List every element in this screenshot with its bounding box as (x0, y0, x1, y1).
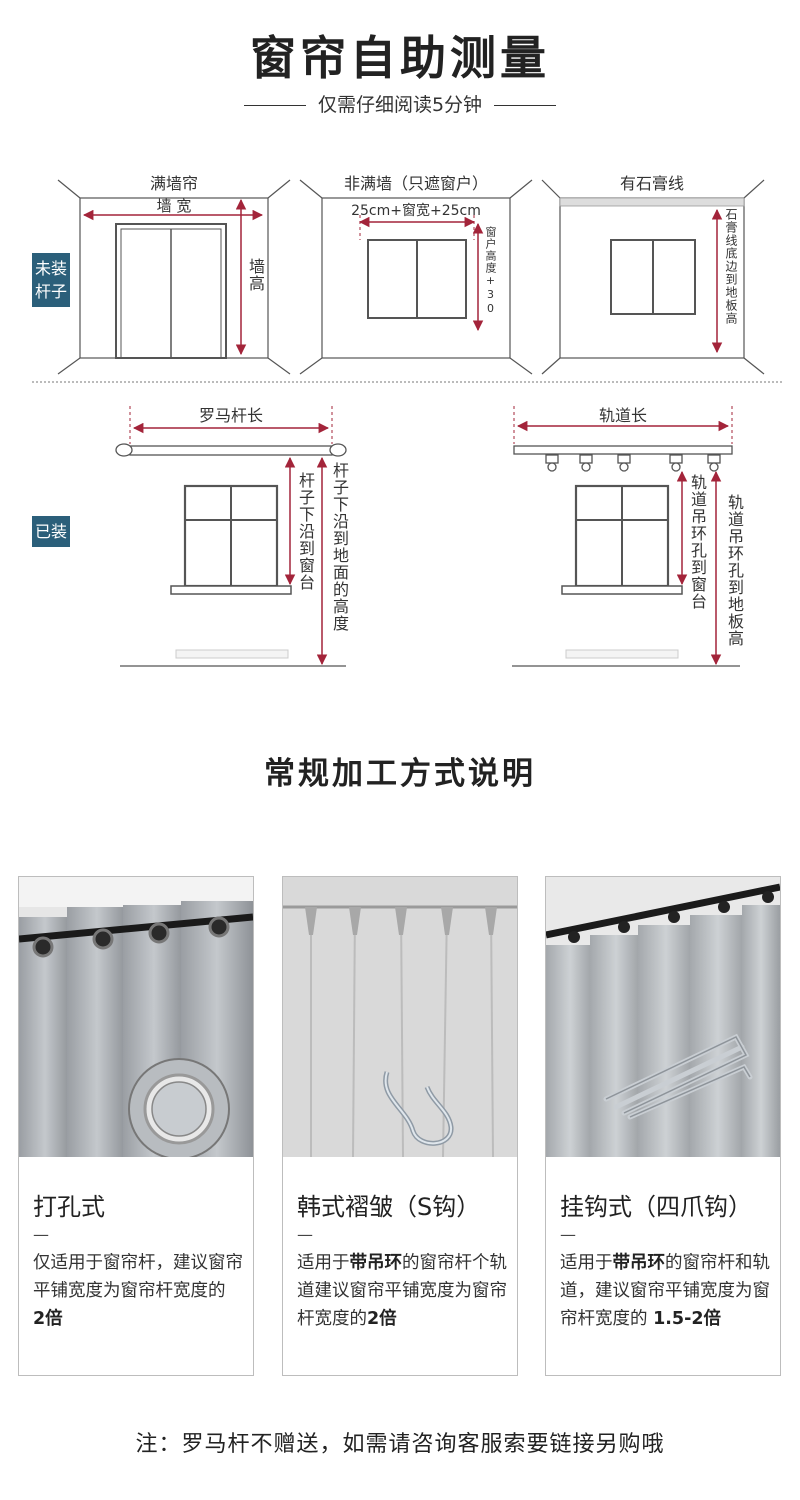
track-length-label: 轨道长 (598, 406, 647, 425)
diagram-2-title: 非满墙（只遮窗户） (343, 174, 488, 193)
card-four-prong-dash: — (560, 1225, 576, 1244)
card-grommet-desc-bold: 2倍 (33, 1309, 63, 1329)
card-s-hook-desc-mid: 的窗帘杆个轨道建议窗帘平铺宽度为窗帘杆宽度的 (297, 1253, 507, 1329)
track-outer-label: 轨道吊环孔到地板高 (725, 494, 744, 647)
card-s-hook-desc-pre: 适用于 (297, 1253, 350, 1273)
diagram-track (512, 406, 740, 667)
tag-installed: 已装 (32, 516, 70, 547)
diagram-3-title: 有石膏线 (619, 174, 684, 193)
card-grommet-title: 打孔式 (33, 1193, 105, 1221)
card-grommet-desc-text: 仅适用于窗帘杆，建议窗帘平铺宽度为窗帘杆宽度的 (33, 1253, 243, 1301)
s-hook-curtain-photo (283, 877, 517, 1157)
card-s-hook-desc-bold: 带吊环 (349, 1253, 403, 1273)
card-grommet-desc: 仅适用于窗帘杆，建议窗帘平铺宽度为窗帘杆宽度的 2倍 (33, 1249, 243, 1333)
roman-rod-inner-label: 杆子下沿到窗台 (296, 472, 315, 591)
four-prong-curtain-photo (546, 877, 780, 1157)
diagram-2-height-label: 窗户高度+30 (484, 226, 497, 316)
diagram-3-height-label: 石膏线底边到地板高 (724, 208, 738, 325)
diagram-1-width-label: 墙 宽 (156, 197, 192, 215)
roman-rod-outer-label: 杆子下沿到地面的高度 (330, 462, 349, 632)
track-inner-label: 轨道吊环孔到窗台 (688, 474, 707, 610)
tag-line-2: 杆子 (34, 282, 67, 301)
page-title: 窗帘自助测量 (250, 31, 550, 85)
card-grommet: 打孔式 — 仅适用于窗帘杆，建议窗帘平铺宽度为窗帘杆宽度的 2倍 (18, 876, 254, 1376)
diagram-1-height-label: 墙高 (246, 258, 265, 292)
top-diagrams (57, 179, 765, 375)
grommet-curtain-photo (19, 877, 253, 1157)
card-four-prong-desc-pre: 适用于 (560, 1253, 613, 1273)
card-four-prong-desc: 适用于带吊环的窗帘杆和轨道，建议窗帘平铺宽度为窗帘杆宽度的 1.5-2倍 (560, 1249, 770, 1333)
card-grommet-dash: — (33, 1225, 49, 1244)
card-s-hook-title: 韩式褶皱（S钩） (297, 1193, 481, 1221)
card-four-prong-desc-mid: 的窗帘杆和轨道，建议窗帘平铺宽度为窗帘杆宽度的 (560, 1253, 770, 1329)
subtitle-text: 仅需仔细阅读5分钟 (317, 94, 483, 116)
diagram-partial-wall (299, 179, 533, 375)
section-processing-title: 常规加工方式说明 (264, 756, 536, 792)
page-subtitle: 仅需仔细阅读5分钟 (0, 90, 800, 117)
card-s-hook-dash: — (297, 1225, 313, 1244)
bottom-diagrams (115, 406, 740, 667)
card-four-prong-title: 挂钩式（四爪钩） (560, 1193, 752, 1221)
section-divider (32, 381, 782, 383)
diagram-1-title: 满墙帘 (149, 174, 198, 193)
diagram-plaster-line (541, 179, 765, 375)
roman-rod-length-label: 罗马杆长 (198, 406, 263, 425)
card-s-hook-desc: 适用于带吊环的窗帘杆个轨道建议窗帘平铺宽度为窗帘杆宽度的2倍 (297, 1249, 507, 1333)
card-s-hook: 韩式褶皱（S钩） — 适用于带吊环的窗帘杆个轨道建议窗帘平铺宽度为窗帘杆宽度的2… (282, 876, 518, 1376)
footer-note: 注：罗马杆不赠送，如需请咨询客服索要链接另购哦 (135, 1432, 665, 1457)
card-four-prong-hook: 挂钩式（四爪钩） — 适用于带吊环的窗帘杆和轨道，建议窗帘平铺宽度为窗帘杆宽度的… (545, 876, 781, 1376)
diagram-2-width-label: 25cm+窗宽+25cm (351, 203, 481, 219)
diagram-full-wall (57, 179, 291, 375)
subtitle-rule-left (243, 105, 306, 106)
tag-line-1: 未装 (34, 259, 67, 278)
diagram-roman-rod (115, 406, 347, 667)
card-s-hook-desc-bold2: 2倍 (367, 1309, 397, 1329)
card-four-prong-desc-bold: 带吊环 (612, 1253, 666, 1273)
tag-not-installed: 未装 杆子 (32, 253, 70, 307)
subtitle-rule-right (494, 105, 557, 106)
card-four-prong-desc-bold2: 1.5-2倍 (653, 1309, 722, 1329)
